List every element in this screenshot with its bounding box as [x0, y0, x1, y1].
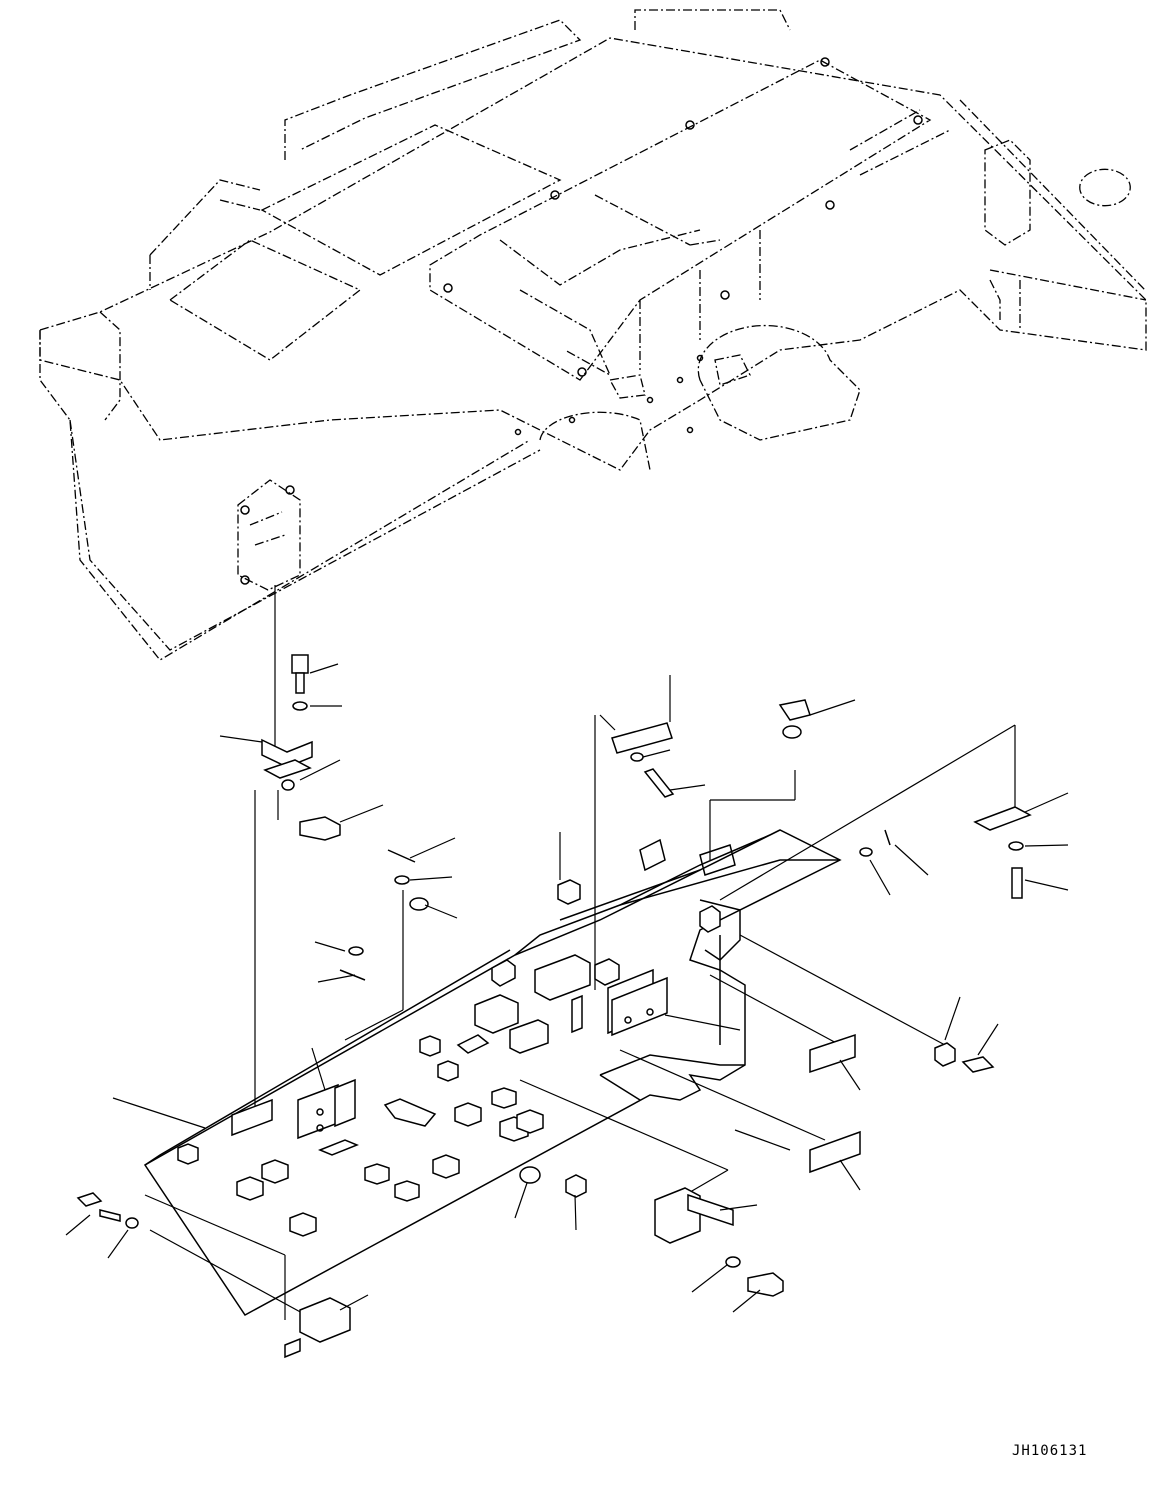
callout-leaders	[65, 663, 1069, 1313]
assembly-lines	[144, 585, 1016, 1321]
drawing-reference-code: JH106131	[1012, 1443, 1088, 1459]
hinges-and-brackets	[297, 968, 668, 1156]
exploded-fasteners	[76, 654, 1032, 1359]
mount-blocks	[177, 905, 721, 1237]
frame-bolt-holes	[240, 57, 923, 585]
floor-plate	[143, 829, 842, 1316]
machine-frame-phantom	[39, 9, 1147, 661]
